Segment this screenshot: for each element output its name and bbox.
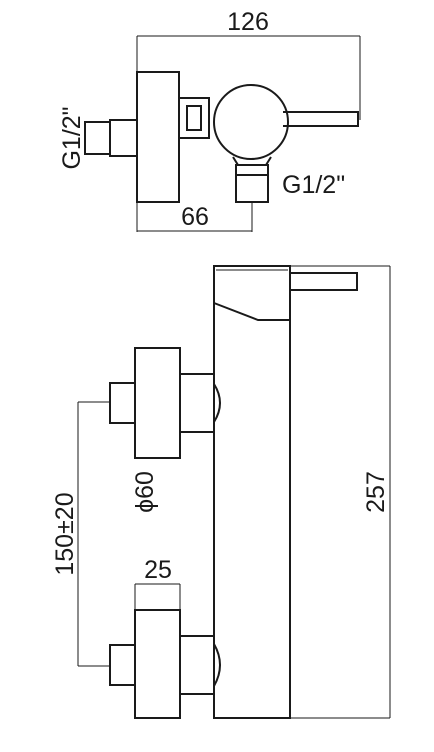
top-view: 126 G1/2" G1/2" 66 (58, 8, 361, 232)
mixer-body (213, 265, 291, 719)
lower-connector (109, 609, 221, 719)
connector-inner (186, 105, 202, 131)
depth-label: 25 (144, 556, 172, 584)
dimension-66: 66 (136, 202, 253, 232)
height-label: 257 (362, 471, 390, 513)
width-label: 126 (227, 8, 269, 36)
outlet-thread (235, 174, 269, 203)
valve-body-circle (213, 84, 289, 160)
wall-flange (136, 71, 180, 203)
offset-label: 66 (181, 203, 209, 231)
upper-connector (109, 347, 221, 459)
inlet-thread-label: G1/2" (58, 106, 86, 169)
dimension-126: 126 (136, 8, 361, 120)
inlet-thread (84, 121, 111, 155)
dimension-150: 150±20 (51, 401, 110, 667)
mixer-head (213, 265, 291, 321)
connector-neck (178, 97, 210, 139)
dimension-25: 25 (134, 556, 181, 610)
outlet-thread-label: G1/2" (282, 171, 345, 199)
lever-handle (283, 111, 359, 127)
inlet-connector (109, 119, 138, 157)
front-view: 150±20 ϕ60 25 257 (51, 265, 391, 719)
front-lever (290, 272, 358, 291)
diameter-label: ϕ60 (131, 471, 159, 513)
dimension-257: 257 (290, 265, 391, 719)
centers-label: 150±20 (51, 492, 79, 575)
outlet-connector (235, 164, 269, 176)
